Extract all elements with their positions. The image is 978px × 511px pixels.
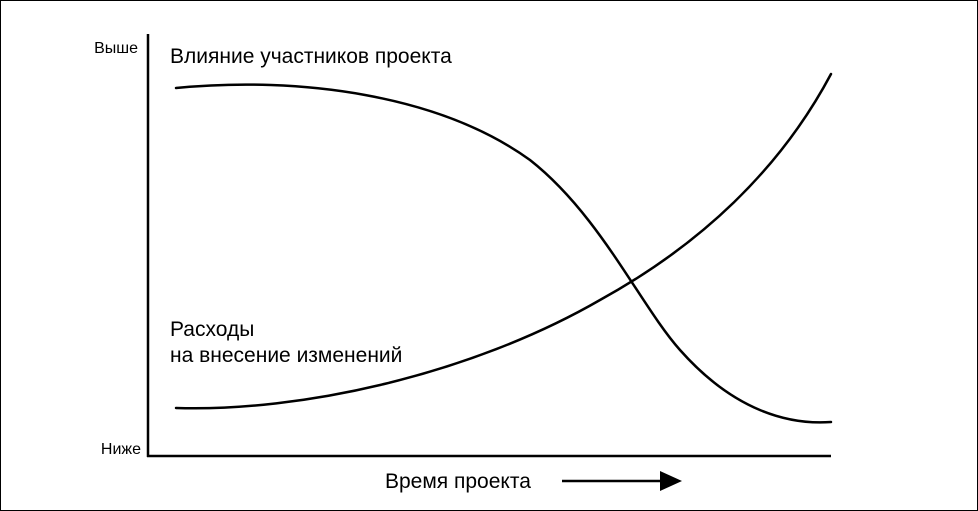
y-axis-top-label: Выше [94,40,138,57]
cost-of-changes-curve [174,72,833,410]
stakeholder-influence-curve [174,83,833,424]
y-axis-bottom-label: Ниже [101,441,141,458]
cost-of-changes-label-line1: Расходы [170,318,254,341]
x-axis-label: Время проекта [385,470,531,493]
cost-of-changes-label-line2: на внесение изменений [170,344,402,367]
stakeholder-influence-label: Влияние участников проекта [170,45,452,68]
time-arrow-icon [562,471,682,491]
